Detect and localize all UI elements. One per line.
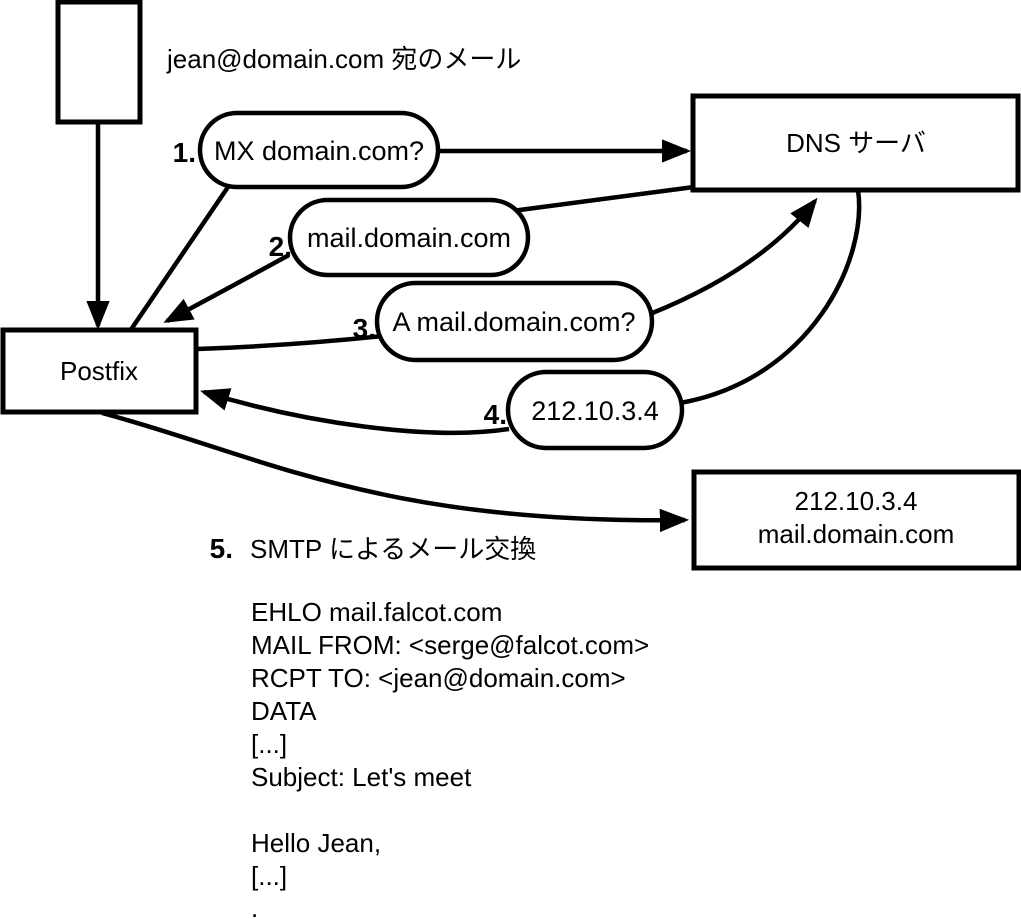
dns-server-box (690, 93, 1021, 193)
smtp-line-subject: Subject: Let's meet (251, 762, 472, 792)
query-a-label: A mail.domain.com? (392, 307, 635, 337)
query-mx-pill (197, 110, 441, 190)
dns-server-label: DNS サーバ (786, 128, 926, 158)
smtp-exchange-label: SMTP によるメール交換 (250, 534, 536, 564)
smtp-line-ehlo: EHLO mail.falcot.com (251, 597, 502, 627)
answer-a-label: 212.10.3.4 (531, 396, 659, 426)
edge-dns-to-reply2 (511, 184, 695, 214)
edge-reply2-to-postfix (163, 253, 291, 323)
message-destination-label: jean@domain.com 宛のメール (166, 44, 521, 74)
step-4-number: 4. (484, 399, 507, 430)
answer-mx-pill (287, 197, 531, 278)
mail-server-host-label: mail.domain.com (758, 519, 955, 549)
edge-postfix-to-mailserver (101, 410, 690, 533)
smtp-line-data: DATA (251, 696, 317, 726)
message-envelope-box (55, 0, 143, 125)
edge-dns-to-reply4 (679, 189, 862, 406)
smtp-line-mail-from: MAIL FROM: <serge@falcot.com> (251, 630, 649, 660)
query-a-pill (374, 280, 655, 363)
smtp-session-transcript: EHLO mail.falcot.com MAIL FROM: <serge@f… (251, 597, 649, 919)
answer-mx-label: mail.domain.com (307, 223, 511, 253)
edge-reply4-to-postfix (200, 388, 510, 435)
smtp-line-rcpt-to: RCPT TO: <jean@domain.com> (251, 663, 626, 693)
edge-postfix-to-query1 (128, 185, 230, 333)
smtp-line-ellipsis-1: [...] (251, 729, 287, 759)
smtp-line-ellipsis-2: [...] (251, 861, 287, 891)
step-1-number: 1. (173, 137, 196, 168)
answer-a-pill (505, 369, 685, 451)
step-5-number: 5. (210, 533, 233, 564)
edge-postfix-to-query3 (196, 333, 384, 352)
mail-server-ip-label: 212.10.3.4 (795, 486, 918, 516)
query-mx-label: MX domain.com? (214, 136, 424, 166)
edge-query3-to-dns (649, 197, 818, 317)
step-2-number: 2. (269, 231, 292, 262)
postfix-label: Postfix (60, 356, 138, 386)
mail-server-box (691, 469, 1021, 571)
postfix-box (0, 327, 199, 415)
smtp-line-hello: Hello Jean, (251, 828, 381, 858)
smtp-line-end-dot: . (251, 893, 258, 919)
step-3-number: 3. (353, 313, 376, 344)
